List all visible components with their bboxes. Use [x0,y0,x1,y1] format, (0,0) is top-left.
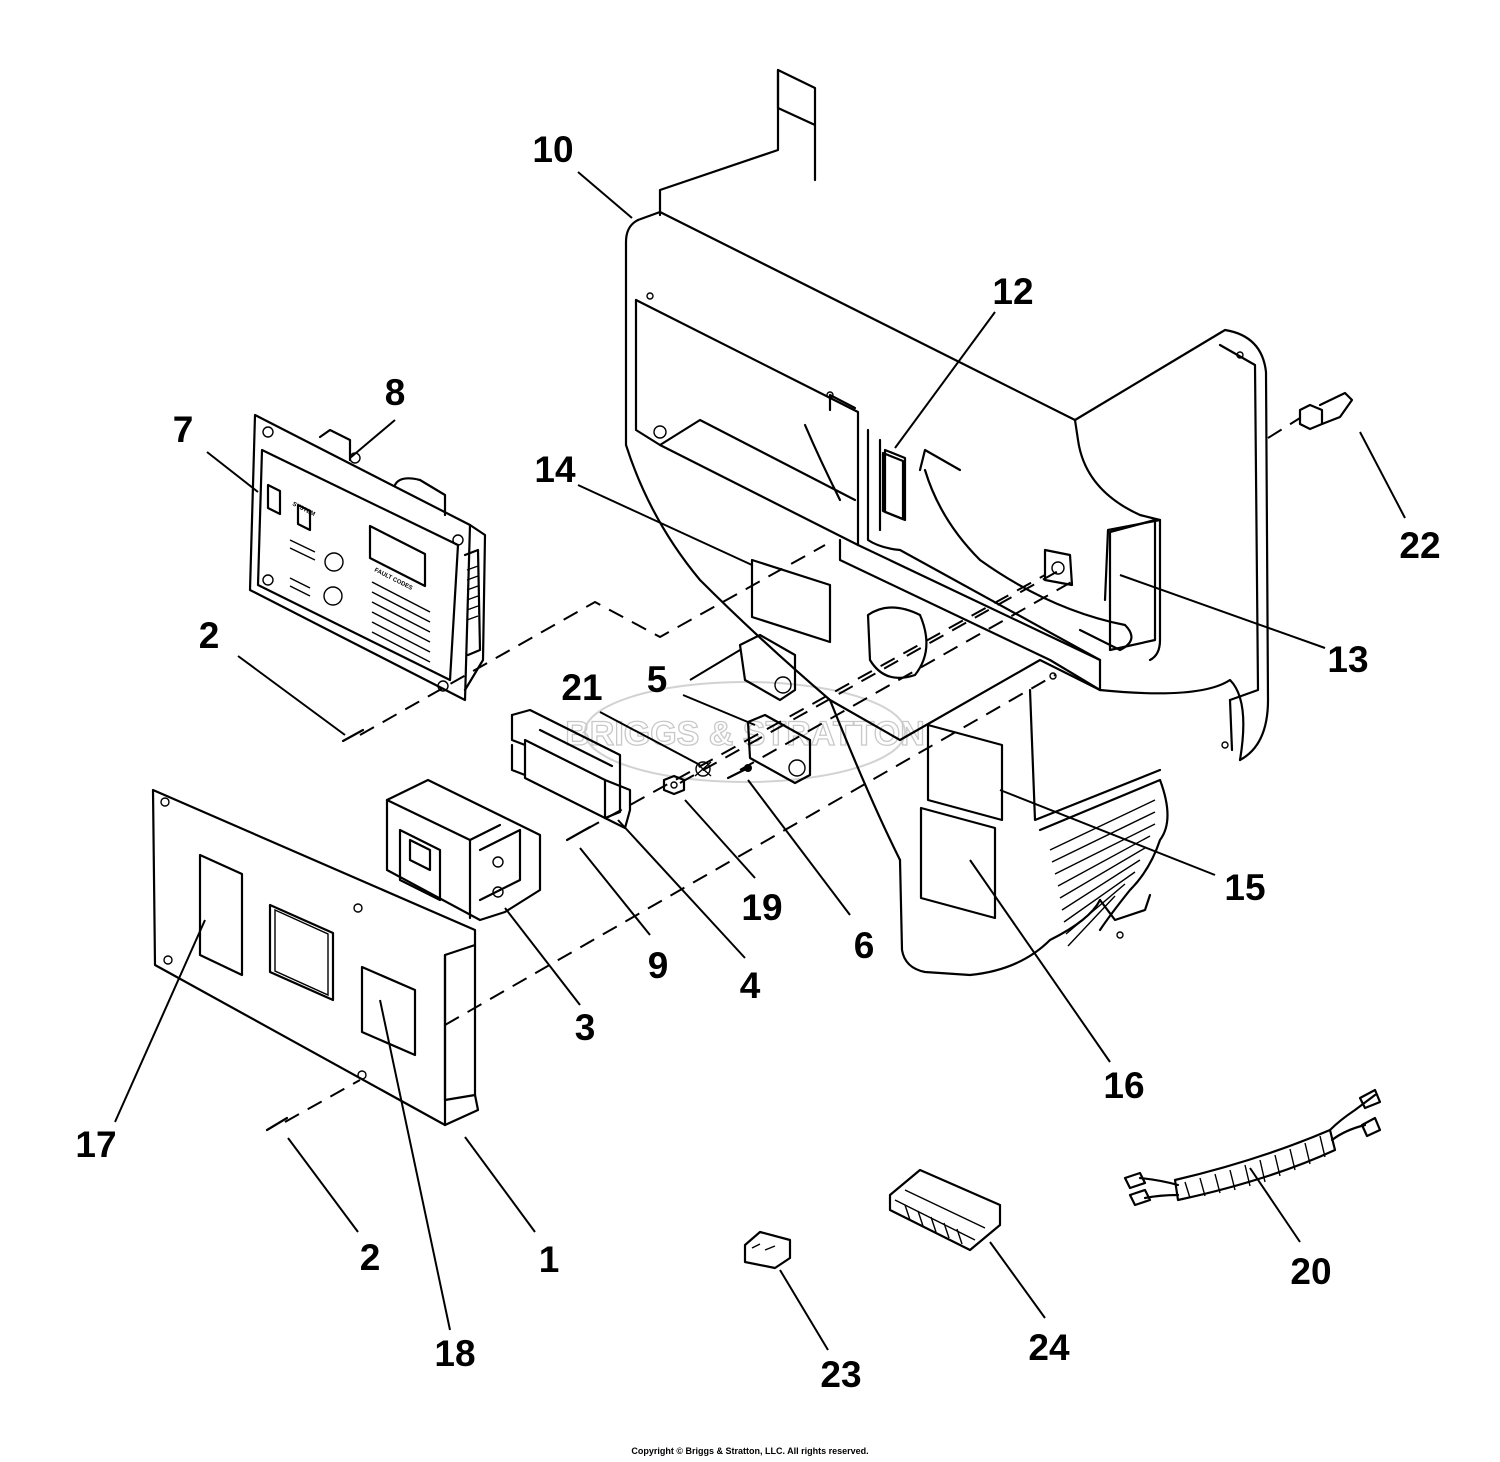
callout-21: 21 [561,667,602,708]
callouts: 10 12 13 14 15 16 22 8 7 2 5 21 19 6 9 4… [75,129,1440,1395]
part-16-label [919,806,997,920]
part-15-label [926,723,1004,822]
part-5-terminal-block [738,633,812,785]
assembly-lines [284,417,1301,1123]
part-2-screw-lower [265,1116,289,1132]
callout-4: 4 [740,965,761,1006]
callout-1: 1 [539,1239,560,1280]
callout-24: 24 [1028,1327,1070,1368]
panel-label-fault-codes: FAULT CODES [373,567,413,591]
callout-9: 9 [648,945,669,986]
callout-2-upper: 2 [199,615,220,656]
part-14-label [750,558,832,644]
copyright-notice: Copyright © Briggs & Stratton, LLC. All … [631,1446,869,1456]
part-7-control-panel: SYSTEM FAULT CODES [248,413,487,702]
callout-16: 16 [1103,1065,1144,1106]
panel-label-system: SYSTEM [291,501,316,518]
callout-5: 5 [647,659,668,700]
front-plate-cutout [268,903,335,1002]
callout-23: 23 [820,1354,861,1395]
part-12-label [881,451,905,521]
part-10-main-housing [624,68,1270,977]
part-2-screw-upper [341,728,365,743]
part-13-label [1108,518,1157,652]
part-24-connector [888,1168,1002,1252]
callout-14: 14 [534,449,576,490]
part-17-label [198,853,244,977]
callout-22: 22 [1399,525,1440,566]
callout-17: 17 [75,1124,116,1165]
part-3-breaker [385,778,542,922]
callout-13: 13 [1327,639,1368,680]
callout-6: 6 [854,925,875,966]
callout-8: 8 [385,372,406,413]
part-22-bolt [1298,391,1354,431]
callout-19: 19 [741,887,782,928]
callout-20: 20 [1290,1251,1331,1292]
part-1-front-plate [151,788,480,1127]
callout-10: 10 [532,129,573,170]
callout-18: 18 [434,1333,475,1374]
callout-12: 12 [992,271,1033,312]
leader-lines [114,171,1406,1351]
part-23-connector [743,1230,792,1270]
callout-2-lower: 2 [360,1237,381,1278]
callout-15: 15 [1224,867,1265,908]
callout-3: 3 [575,1007,596,1048]
callout-7: 7 [173,409,194,450]
part-20-wire-harness [1123,1088,1382,1207]
part-19-nut [662,774,686,796]
part-18-label [360,965,417,1057]
